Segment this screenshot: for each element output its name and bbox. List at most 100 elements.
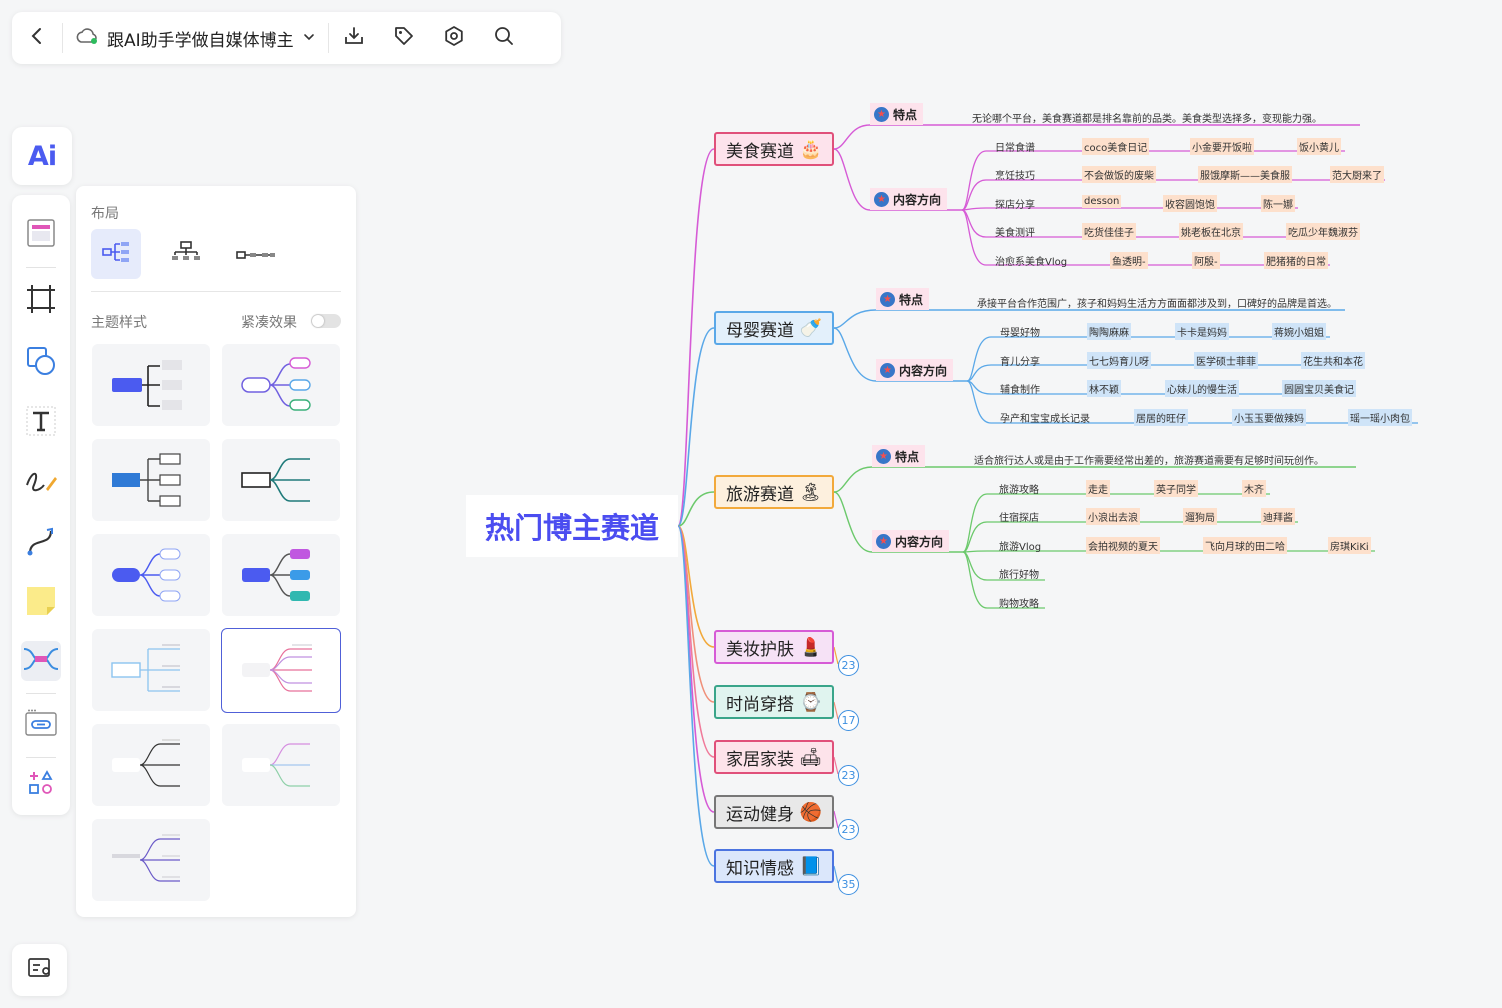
branch-node-knowledge[interactable]: 知识情感 📘 <box>714 849 834 883</box>
creator-name[interactable]: 卡卡是妈妈 <box>1175 323 1229 340</box>
theme-card-7[interactable] <box>92 629 210 711</box>
feature-tag-travel[interactable]: ★ 特点 <box>872 445 926 467</box>
creator-name[interactable]: 阿殷- <box>1192 252 1220 269</box>
connector-tool[interactable] <box>21 523 61 563</box>
collapsed-count-badge[interactable]: 23 <box>838 765 859 786</box>
document-title-dropdown[interactable]: 跟AI助手学做自媒体博主 <box>63 12 328 64</box>
creator-name[interactable]: 饭小黄儿 <box>1297 138 1341 155</box>
feature-tag-food[interactable]: ★ 特点 <box>870 103 924 125</box>
row-label[interactable]: 母婴好物 <box>1000 328 1040 339</box>
shape-tool[interactable] <box>21 343 61 383</box>
creator-name[interactable]: 木齐 <box>1242 480 1266 497</box>
creator-name[interactable]: desson <box>1082 195 1122 208</box>
mindmap-root-node[interactable]: 热门博主赛道 <box>466 495 678 557</box>
row-label[interactable]: 孕产和宝宝成长记录 <box>1000 414 1090 425</box>
row-label[interactable]: 辅食制作 <box>1000 385 1040 396</box>
collapsed-count-badge[interactable]: 23 <box>838 655 859 676</box>
frame-tool[interactable] <box>21 281 61 321</box>
branch-node-home[interactable]: 家居家装 🛋 <box>714 740 834 774</box>
creator-name[interactable]: 居居的旺仔 <box>1134 409 1188 426</box>
creator-name[interactable]: 心妹儿的慢生活 <box>1165 380 1239 397</box>
theme-card-8[interactable] <box>221 628 341 713</box>
page-tool[interactable] <box>21 215 61 255</box>
creator-name[interactable]: 不会做饭的废柴 <box>1082 166 1156 183</box>
creator-name[interactable]: 蒋婉小姐姐 <box>1272 323 1326 340</box>
creator-name[interactable]: 吃瓜少年魏淑芬 <box>1286 223 1360 240</box>
creator-name[interactable]: 遛狗局 <box>1183 508 1217 525</box>
row-label[interactable]: 治愈系美食Vlog <box>995 257 1068 268</box>
sticky-note-tool[interactable] <box>21 583 61 623</box>
row-label[interactable]: 日常食谱 <box>995 143 1035 154</box>
direction-tag-parenting[interactable]: ★ 内容方向 <box>876 359 954 381</box>
creator-name[interactable]: 会拍视频的夏天 <box>1086 537 1160 554</box>
row-label[interactable]: 探店分享 <box>995 200 1035 211</box>
row-label[interactable]: 旅游Vlog <box>999 542 1042 553</box>
more-shapes-tool[interactable] <box>21 765 61 805</box>
creator-name[interactable]: 小金要开饭啦 <box>1190 138 1254 155</box>
creator-name[interactable]: 圆圆宝贝美食记 <box>1282 380 1356 397</box>
branch-node-fitness[interactable]: 运动健身 🏀 <box>714 795 834 829</box>
row-label[interactable]: 美食测评 <box>995 228 1035 239</box>
branch-node-beauty[interactable]: 美妆护肤 💄 <box>714 630 834 664</box>
row-label[interactable]: 住宿探店 <box>999 513 1039 524</box>
theme-card-9[interactable] <box>92 724 210 806</box>
creator-name[interactable]: 飞向月球的田二哈 <box>1203 537 1287 554</box>
layout-option-timeline[interactable] <box>231 229 281 279</box>
collapsed-count-badge[interactable]: 23 <box>838 819 859 840</box>
map-navigator-button[interactable] <box>12 944 67 996</box>
creator-name[interactable]: 林不颖 <box>1087 380 1121 397</box>
compact-effect-toggle[interactable] <box>311 314 341 328</box>
creator-name[interactable]: 医学硕士菲菲 <box>1194 352 1258 369</box>
creator-name[interactable]: 范大厨来了 <box>1330 166 1384 183</box>
tag-button[interactable] <box>379 12 429 64</box>
pen-tool[interactable] <box>21 463 61 503</box>
creator-name[interactable]: 走走 <box>1086 480 1110 497</box>
theme-card-11[interactable] <box>92 819 210 901</box>
row-label[interactable]: 烹饪技巧 <box>995 171 1035 182</box>
collapsed-count-badge[interactable]: 17 <box>838 710 859 731</box>
ai-assistant-button[interactable]: Ai <box>12 127 72 185</box>
creator-name[interactable]: 房琪KiKi <box>1328 537 1371 554</box>
creator-name[interactable]: 姚老板在北京 <box>1179 223 1243 240</box>
link-tool[interactable] <box>21 705 61 745</box>
creator-name[interactable]: 服饿摩斯——美食服 <box>1198 166 1292 183</box>
theme-card-10[interactable] <box>222 724 340 806</box>
theme-card-5[interactable] <box>92 534 210 616</box>
creator-name[interactable]: 迪拜酱 <box>1261 508 1295 525</box>
creator-name[interactable]: 英子同学 <box>1154 480 1198 497</box>
creator-name[interactable]: 小浪出去浪 <box>1086 508 1140 525</box>
row-label[interactable]: 育儿分享 <box>1000 357 1040 368</box>
creator-name[interactable]: 肥猪猪的日常 <box>1264 252 1328 269</box>
text-tool[interactable] <box>21 403 61 443</box>
download-button[interactable] <box>329 12 379 64</box>
theme-card-3[interactable] <box>92 439 210 521</box>
row-label[interactable]: 购物攻略 <box>999 599 1039 610</box>
theme-card-4[interactable] <box>222 439 340 521</box>
back-button[interactable] <box>12 12 62 64</box>
layout-option-mindmap[interactable] <box>91 229 141 279</box>
creator-name[interactable]: 收容圆饱饱 <box>1163 195 1217 212</box>
theme-card-2[interactable] <box>222 344 340 426</box>
layout-option-org[interactable] <box>161 229 211 279</box>
creator-name[interactable]: 吃货佳佳子 <box>1082 223 1136 240</box>
branch-node-food[interactable]: 美食赛道 🎂 <box>714 132 834 166</box>
creator-name[interactable]: 七七妈育儿呀 <box>1087 352 1151 369</box>
direction-tag-food[interactable]: ★ 内容方向 <box>870 188 948 210</box>
mindmap-tool[interactable] <box>21 641 61 681</box>
settings-button[interactable] <box>429 12 479 64</box>
direction-tag-travel[interactable]: ★ 内容方向 <box>872 530 950 552</box>
creator-name[interactable]: 陶陶麻麻 <box>1087 323 1131 340</box>
creator-name[interactable]: 陈一娜 <box>1261 195 1295 212</box>
collapsed-count-badge[interactable]: 35 <box>838 874 859 895</box>
creator-name[interactable]: 瑶一瑶小肉包 <box>1348 409 1412 426</box>
row-label[interactable]: 旅游攻略 <box>999 485 1039 496</box>
branch-node-fashion[interactable]: 时尚穿搭 ⌚ <box>714 685 834 719</box>
feature-tag-parenting[interactable]: ★ 特点 <box>876 288 930 310</box>
theme-card-1[interactable] <box>92 344 210 426</box>
search-button[interactable] <box>479 12 529 64</box>
creator-name[interactable]: 小玉玉要做辣妈 <box>1232 409 1306 426</box>
creator-name[interactable]: coco美食日记 <box>1082 138 1150 155</box>
theme-card-6[interactable] <box>222 534 340 616</box>
creator-name[interactable]: 花生共和本花 <box>1301 352 1365 369</box>
creator-name[interactable]: 鱼透明- <box>1110 252 1148 269</box>
